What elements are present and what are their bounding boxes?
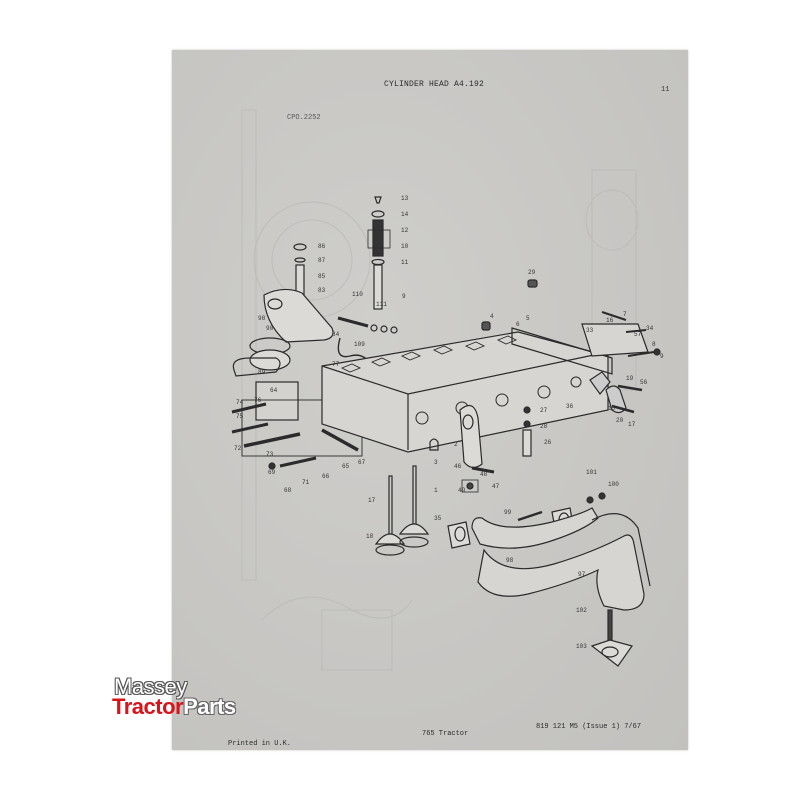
svg-text:48: 48	[480, 471, 488, 478]
svg-text:110: 110	[352, 291, 363, 298]
logo-word-tractor: Tractor	[112, 694, 184, 719]
svg-text:77: 77	[332, 361, 340, 368]
svg-text:9: 9	[402, 293, 406, 300]
svg-text:89: 89	[258, 369, 266, 376]
svg-text:97: 97	[578, 571, 586, 578]
svg-text:36: 36	[566, 403, 574, 410]
svg-text:66: 66	[322, 473, 330, 480]
part-reference: 819 121 M5 (Issue 1) 7/67	[536, 723, 642, 731]
svg-text:33: 33	[586, 327, 594, 334]
svg-text:14: 14	[401, 211, 409, 218]
svg-text:86: 86	[318, 243, 326, 250]
svg-text:75: 75	[236, 413, 244, 420]
svg-text:12: 12	[401, 227, 409, 234]
svg-text:69: 69	[268, 469, 276, 476]
svg-text:35: 35	[434, 515, 442, 522]
svg-text:71: 71	[302, 479, 310, 486]
svg-text:47: 47	[492, 483, 500, 490]
svg-text:8: 8	[652, 341, 656, 348]
svg-text:72: 72	[234, 445, 242, 452]
page-title: CYLINDER HEAD A4.192	[384, 80, 485, 89]
svg-text:17: 17	[368, 497, 376, 504]
logo-line-massey: Massey	[114, 674, 187, 699]
svg-text:84: 84	[332, 331, 340, 338]
svg-text:109: 109	[354, 341, 365, 348]
svg-text:11: 11	[401, 259, 409, 266]
massey-tractor-parts-logo: Massey TractorParts	[112, 676, 272, 720]
reference-code: CPO.2252	[287, 114, 321, 122]
svg-text:98: 98	[258, 315, 266, 322]
tractor-model: 765 Tractor	[422, 730, 469, 738]
svg-text:17: 17	[628, 421, 636, 428]
svg-text:64: 64	[270, 387, 278, 394]
svg-text:102: 102	[576, 607, 587, 614]
svg-text:5: 5	[526, 315, 530, 322]
svg-text:100: 100	[608, 481, 619, 488]
svg-text:83: 83	[318, 287, 326, 294]
svg-text:76: 76	[254, 397, 262, 404]
svg-text:67: 67	[358, 459, 366, 466]
svg-text:34: 34	[646, 325, 654, 332]
svg-text:98: 98	[506, 557, 514, 564]
printed-notice: Printed in U.K.	[228, 740, 292, 748]
svg-text:57: 57	[634, 331, 642, 338]
svg-text:19: 19	[626, 375, 634, 382]
svg-text:10: 10	[401, 243, 409, 250]
svg-text:103: 103	[576, 643, 587, 650]
svg-text:2: 2	[454, 441, 458, 448]
svg-text:99: 99	[504, 509, 512, 516]
svg-text:90: 90	[266, 325, 274, 332]
svg-text:20: 20	[616, 417, 624, 424]
svg-text:87: 87	[318, 257, 326, 264]
svg-text:111: 111	[376, 301, 387, 308]
svg-text:9: 9	[660, 353, 664, 360]
svg-text:65: 65	[342, 463, 350, 470]
svg-text:27: 27	[540, 407, 548, 414]
svg-text:4: 4	[490, 313, 494, 320]
svg-text:28: 28	[540, 423, 548, 430]
svg-text:46: 46	[454, 463, 462, 470]
svg-text:73: 73	[266, 451, 274, 458]
svg-text:18: 18	[366, 533, 374, 540]
svg-text:16: 16	[606, 317, 614, 324]
svg-text:68: 68	[284, 487, 292, 494]
svg-text:3: 3	[434, 459, 438, 466]
svg-text:1: 1	[434, 487, 438, 494]
svg-text:85: 85	[318, 273, 326, 280]
svg-text:26: 26	[544, 439, 552, 446]
svg-text:13: 13	[401, 195, 409, 202]
page-number: 11	[661, 86, 670, 94]
svg-text:15: 15	[608, 405, 616, 412]
svg-text:7: 7	[623, 311, 627, 318]
scanned-parts-page: CYLINDER HEAD A4.192 11 CPO.2252	[172, 50, 688, 750]
svg-text:56: 56	[640, 379, 648, 386]
svg-text:74: 74	[236, 399, 244, 406]
logo-line-tractorparts: TractorParts	[112, 696, 236, 718]
svg-text:101: 101	[586, 469, 597, 476]
svg-text:29: 29	[528, 269, 536, 276]
svg-text:49: 49	[458, 487, 466, 494]
logo-word-parts: Parts	[183, 694, 236, 719]
svg-text:6: 6	[516, 321, 520, 328]
line-art	[231, 196, 661, 667]
